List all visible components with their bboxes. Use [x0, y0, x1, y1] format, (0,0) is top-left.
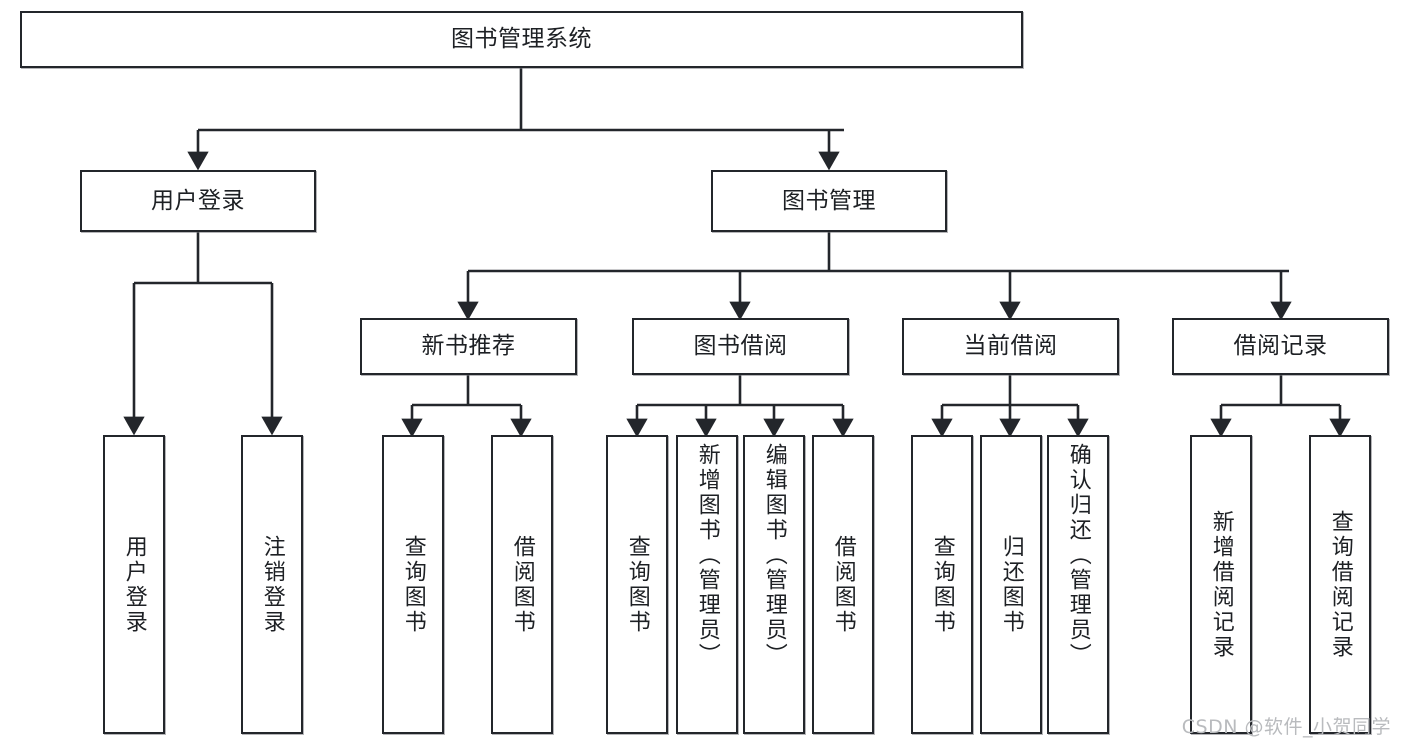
- node-user-login[interactable]: 用户登录: [80, 170, 316, 232]
- node-user-login-label: 用户登录: [151, 187, 245, 214]
- node-leaf-user-login-label: 用户登录: [121, 534, 147, 635]
- node-leaf-query-book-2-label: 查询图书: [624, 534, 650, 635]
- node-leaf-confirm-return-label: 确认归还（管理员）: [1065, 443, 1091, 668]
- node-leaf-borrow-book-2[interactable]: 借阅图书: [812, 435, 874, 734]
- node-leaf-query-book-2[interactable]: 查询图书: [606, 435, 668, 734]
- node-current-borrow-label: 当前借阅: [963, 333, 1058, 360]
- node-leaf-confirm-return[interactable]: 确认归还（管理员）: [1047, 435, 1109, 734]
- node-leaf-return-book-label: 归还图书: [998, 534, 1024, 635]
- node-borrow-record-label: 借阅记录: [1233, 333, 1328, 360]
- node-book-manage[interactable]: 图书管理: [711, 170, 947, 232]
- node-leaf-add-book-label: 新增图书（管理员）: [694, 443, 720, 668]
- node-leaf-query-book-1-label: 查询图书: [400, 534, 426, 635]
- node-leaf-edit-book-label: 编辑图书（管理员）: [761, 443, 787, 668]
- node-book-borrow[interactable]: 图书借阅: [632, 318, 849, 375]
- node-leaf-query-book-1[interactable]: 查询图书: [382, 435, 444, 734]
- node-book-borrow-label: 图书借阅: [693, 333, 788, 360]
- node-leaf-query-record-label: 查询借阅记录: [1327, 509, 1353, 660]
- node-leaf-query-book-3[interactable]: 查询图书: [911, 435, 973, 734]
- node-leaf-user-login[interactable]: 用户登录: [103, 435, 165, 734]
- node-leaf-logout[interactable]: 注销登录: [241, 435, 303, 734]
- node-leaf-borrow-book-1-label: 借阅图书: [509, 534, 535, 635]
- node-leaf-logout-label: 注销登录: [259, 534, 285, 635]
- node-leaf-borrow-book-2-label: 借阅图书: [830, 534, 856, 635]
- node-leaf-edit-book[interactable]: 编辑图书（管理员）: [743, 435, 805, 734]
- watermark-text: CSDN @软件_小贺同学: [1181, 716, 1391, 738]
- node-leaf-borrow-book-1[interactable]: 借阅图书: [491, 435, 553, 734]
- node-leaf-add-record-label: 新增借阅记录: [1208, 509, 1234, 660]
- node-leaf-add-book[interactable]: 新增图书（管理员）: [676, 435, 738, 734]
- node-leaf-return-book[interactable]: 归还图书: [980, 435, 1042, 734]
- node-new-book-recommend-label: 新书推荐: [421, 333, 516, 360]
- node-current-borrow[interactable]: 当前借阅: [902, 318, 1119, 375]
- node-root[interactable]: 图书管理系统: [20, 11, 1023, 68]
- node-leaf-query-book-3-label: 查询图书: [929, 534, 955, 635]
- node-borrow-record[interactable]: 借阅记录: [1172, 318, 1389, 375]
- node-book-manage-label: 图书管理: [782, 187, 876, 214]
- node-root-label: 图书管理系统: [451, 26, 592, 53]
- node-new-book-recommend[interactable]: 新书推荐: [360, 318, 577, 375]
- node-leaf-add-record[interactable]: 新增借阅记录: [1190, 435, 1252, 734]
- node-leaf-query-record[interactable]: 查询借阅记录: [1309, 435, 1371, 734]
